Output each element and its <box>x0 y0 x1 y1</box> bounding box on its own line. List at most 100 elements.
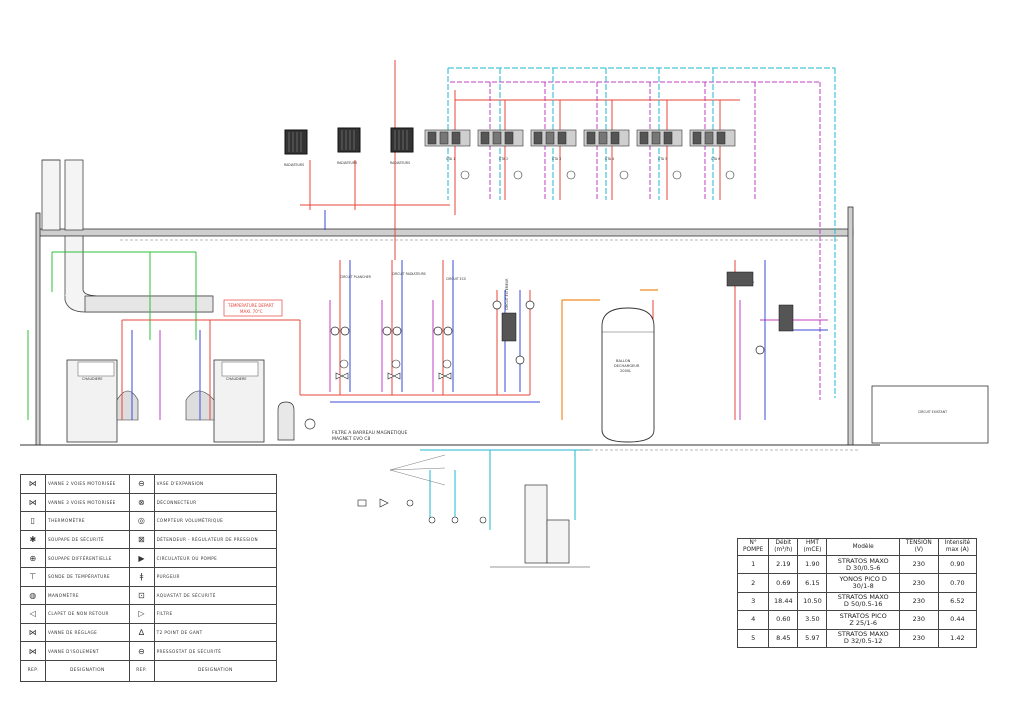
circuit-3-label: CIRCUIT ECS <box>446 277 466 281</box>
radiator-2-label: RADIATEURS <box>337 161 357 165</box>
legend-table: ⋈Vanne 2 voies motorisée⊖Vase d'expansio… <box>20 474 278 682</box>
legend-symbol-icon: ◎ <box>128 511 155 531</box>
pump-tension: 230 <box>898 573 939 593</box>
legend-row: ⊤Sonde de températureǂPurgeur <box>20 566 278 587</box>
radiator-group: RADIATEURS RADIATEURS RADIATEURS <box>284 127 414 167</box>
legend-symbol-icon: ⋈ <box>20 641 46 661</box>
circuit-4-label: CIRCUIT EXTERIEUR <box>505 278 509 310</box>
pump-hmt: 3.50 <box>797 610 828 630</box>
pump-table-header: N°POMPE Débit(m³/h) HMT(mCE) Modèle TENS… <box>736 538 978 556</box>
legend-row: ⋈Vanne d'isolement⊖Pressostat de sécurit… <box>20 641 278 661</box>
pump-intensite: 0.90 <box>937 554 978 575</box>
header-tension: TENSION(V) <box>898 538 939 556</box>
legend-designation: Clapet de non retour <box>45 604 130 624</box>
legend-designation-header: DESIGNATION <box>45 659 130 682</box>
legend-designation: Vanne 2 voies motorisée <box>45 474 130 494</box>
circuit-1-label: CIRCUIT PLANCHER <box>340 275 372 279</box>
pump-debit: 8.45 <box>768 628 799 648</box>
storage-tank: BALLON DECHARGEUR 2000L <box>601 307 655 443</box>
legend-designation: Soupape de sécurité <box>45 529 130 550</box>
radiator-3: RADIATEURS <box>390 127 414 165</box>
legend-designation: Filtre <box>153 604 278 624</box>
legend-row: ⋈Vanne 3 voies motorisée⊗Déconnecteur <box>20 492 278 513</box>
pump-tension: 230 <box>898 554 939 575</box>
legend-symbol-icon: ⋈ <box>20 474 46 494</box>
pump-hmt: 1.90 <box>797 554 828 575</box>
legend-row: ✱Soupape de sécurité⊠Détendeur - régulat… <box>20 529 278 550</box>
cta-1-label: CTA 1 <box>446 157 455 161</box>
legend-designation: Circulateur ou pompe <box>153 548 278 568</box>
legend-symbol-icon: ▷ <box>128 604 155 624</box>
boiler-2-label: CHAUDIERE <box>226 377 247 381</box>
legend-designation: Compteur volumétrique <box>153 511 278 531</box>
legend-row: ⊕Soupape différentielle▶Circulateur ou p… <box>20 548 278 568</box>
legend-symbol-icon: ⊤ <box>20 566 46 587</box>
pump-tension: 230 <box>898 610 939 630</box>
cta-unit-6: CTA 6 <box>689 129 736 180</box>
pump-intensite: 6.52 <box>937 591 978 612</box>
pipes-orange <box>561 289 658 420</box>
pump-debit: 0.69 <box>768 573 799 593</box>
heat-exchangers <box>501 271 794 342</box>
pump-debit: 18.44 <box>768 591 799 612</box>
legend-row: ◁Clapet de non retour▷Filtre <box>20 604 278 624</box>
legend-designation: Vanne 3 voies motorisée <box>45 492 130 513</box>
pump-tension: 230 <box>898 591 939 612</box>
legend-symbol-icon: ∆ <box>128 622 155 643</box>
legend-designation: Soupape différentielle <box>45 548 130 568</box>
cta-6-label: CTA 6 <box>711 157 720 161</box>
legend-designation: Détendeur - régulateur de pression <box>153 529 278 550</box>
legend-row: ▯Thermomètre◎Compteur volumétrique <box>20 511 278 531</box>
pumps <box>330 300 765 365</box>
temperature-label-line2: MAXI. 70°C <box>240 309 263 314</box>
legend-symbol-icon: ⊖ <box>128 641 155 661</box>
legend-symbol-icon: ⊠ <box>128 529 155 550</box>
legend-symbol-icon: ⊖ <box>128 474 155 494</box>
pump-hmt: 6.15 <box>797 573 828 593</box>
cta-3-label: CTA 3 <box>552 157 561 161</box>
pump-debit: 2.19 <box>768 554 799 575</box>
pump-debit: 0.60 <box>768 610 799 630</box>
building-outline <box>20 206 880 446</box>
pump-num: 3 <box>736 591 770 612</box>
legend-row: ◍Manomètre⊡Aquastat de sécurité <box>20 585 278 606</box>
cta-2-label: CTA 2 <box>499 157 508 161</box>
radiator-1-label: RADIATEURS <box>284 163 304 167</box>
legend-symbol-icon: ǂ <box>128 566 155 587</box>
pump-num: 2 <box>736 573 770 593</box>
radiator-1: RADIATEURS <box>284 129 308 167</box>
cta-unit-5: CTA 5 <box>636 129 683 180</box>
storage-tank-label: BALLON <box>616 359 631 363</box>
radiator-2: RADIATEURS <box>337 127 361 165</box>
legend-symbol-icon: ◁ <box>20 604 46 624</box>
legend-symbol-icon: ⊗ <box>128 492 155 513</box>
pump-num: 1 <box>736 554 770 575</box>
filter-label-line1: FILTRE A BARREAU MAGNETIQUE <box>332 430 407 436</box>
legend-symbol-icon: ✱ <box>20 529 46 550</box>
pump-intensite: 0.70 <box>937 573 978 593</box>
pump-intensite: 1.42 <box>937 628 978 648</box>
pump-num: 5 <box>736 628 770 648</box>
legend-symbol-icon: ⋈ <box>20 492 46 513</box>
cta-5-label: CTA 5 <box>658 157 667 161</box>
boiler-2: CHAUDIERE <box>185 359 265 443</box>
legend-symbol-icon: ⊡ <box>128 585 155 606</box>
legend-designation: Sonde de température <box>45 566 130 587</box>
radiator-3-label: RADIATEURS <box>390 161 410 165</box>
legend-designation: Déconnecteur <box>153 492 278 513</box>
legend-row: ⋈Vanne de réglage∆T2 point de gant <box>20 622 278 643</box>
header-debit: Débit(m³/h) <box>768 538 799 556</box>
legend-designation: Vase d'expansion <box>153 474 278 494</box>
legend-symbol-icon: ⊕ <box>20 548 46 568</box>
pipes-green <box>27 251 197 420</box>
